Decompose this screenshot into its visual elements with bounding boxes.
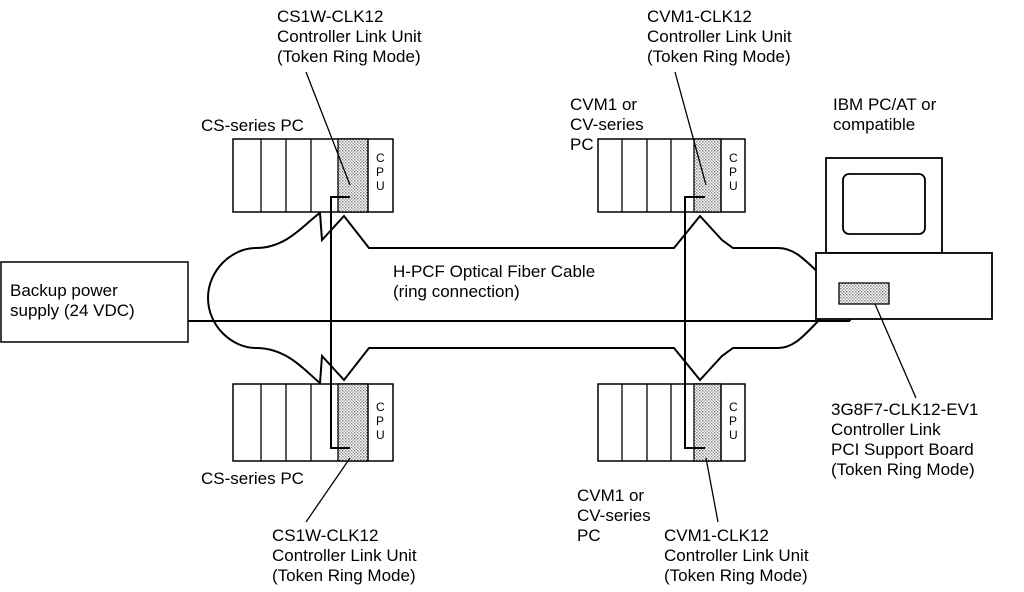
ibm-pc — [815, 157, 993, 320]
backup-power-supply-box — [0, 261, 189, 343]
label-bottom-left-unit: CS1W-CLK12 Controller Link Unit (Token R… — [272, 526, 421, 585]
fiber-cable-label: H-PCF Optical Fiber Cable (ring connecti… — [393, 262, 600, 301]
pc-rack-bottom-left: C P U — [232, 383, 394, 462]
pc-rack-top-right: C P U — [597, 138, 746, 213]
pc-rack-bottom-right: C P U — [597, 383, 746, 462]
label-board: 3G8F7-CLK12-EV1 Controller Link PCI Supp… — [831, 400, 983, 479]
fiber-cable-line1: H-PCF Optical Fiber Cable — [393, 262, 595, 281]
label-top-right-pc: CVM1 or CV-series PC — [570, 95, 648, 154]
leader-top-left — [305, 71, 351, 186]
backup-power-label: Backup power supply (24 VDC) — [10, 281, 135, 320]
label-top-left-unit: CS1W-CLK12 Controller Link Unit (Token R… — [277, 7, 426, 66]
cpu-p-bl: P — [376, 414, 384, 428]
cpu-u-tl: U — [376, 179, 385, 193]
monitor-screen — [842, 173, 926, 235]
controller-link-unit-top-right — [693, 138, 722, 213]
cpu-u-br: U — [729, 428, 738, 442]
leader-board — [874, 303, 917, 399]
cpu-u-tr: U — [729, 179, 738, 193]
leader-top-right — [674, 71, 707, 186]
power-wire-right — [684, 196, 705, 449]
cpu-c-br: C — [729, 400, 738, 414]
label-computer: IBM PC/AT or compatible — [833, 95, 941, 134]
fiber-ring — [206, 211, 845, 385]
backup-power-line1: Backup power — [10, 281, 118, 300]
cpu-c-tr: C — [729, 151, 738, 165]
cpu-c-tl: C — [376, 151, 385, 165]
fiber-cable-line2: (ring connection) — [393, 282, 520, 301]
cpu-p-br: P — [729, 414, 737, 428]
power-wire-left — [330, 196, 350, 449]
cpu-u-bl: U — [376, 428, 385, 442]
pci-support-board — [838, 282, 890, 305]
label-bottom-left-pc: CS-series PC — [201, 469, 304, 488]
controller-link-unit-bottom-left — [337, 383, 369, 462]
cpu-p-tl: P — [376, 165, 384, 179]
leader-bottom-right — [705, 457, 719, 523]
label-bottom-right-pc: CVM1 or CV-series PC — [577, 486, 655, 545]
leader-bottom-left — [305, 457, 351, 523]
label-top-right-unit: CVM1-CLK12 Controller Link Unit (Token R… — [647, 7, 796, 66]
backup-power-line2: supply (24 VDC) — [10, 301, 135, 320]
label-bottom-right-unit: CVM1-CLK12 Controller Link Unit (Token R… — [664, 526, 813, 585]
cpu-p-tr: P — [729, 165, 737, 179]
controller-link-unit-top-left — [337, 138, 369, 213]
pc-rack-top-left: C P U — [232, 138, 394, 213]
cpu-c-bl: C — [376, 400, 385, 414]
label-top-left-pc: CS-series PC — [201, 116, 304, 135]
controller-link-unit-bottom-right — [693, 383, 722, 462]
